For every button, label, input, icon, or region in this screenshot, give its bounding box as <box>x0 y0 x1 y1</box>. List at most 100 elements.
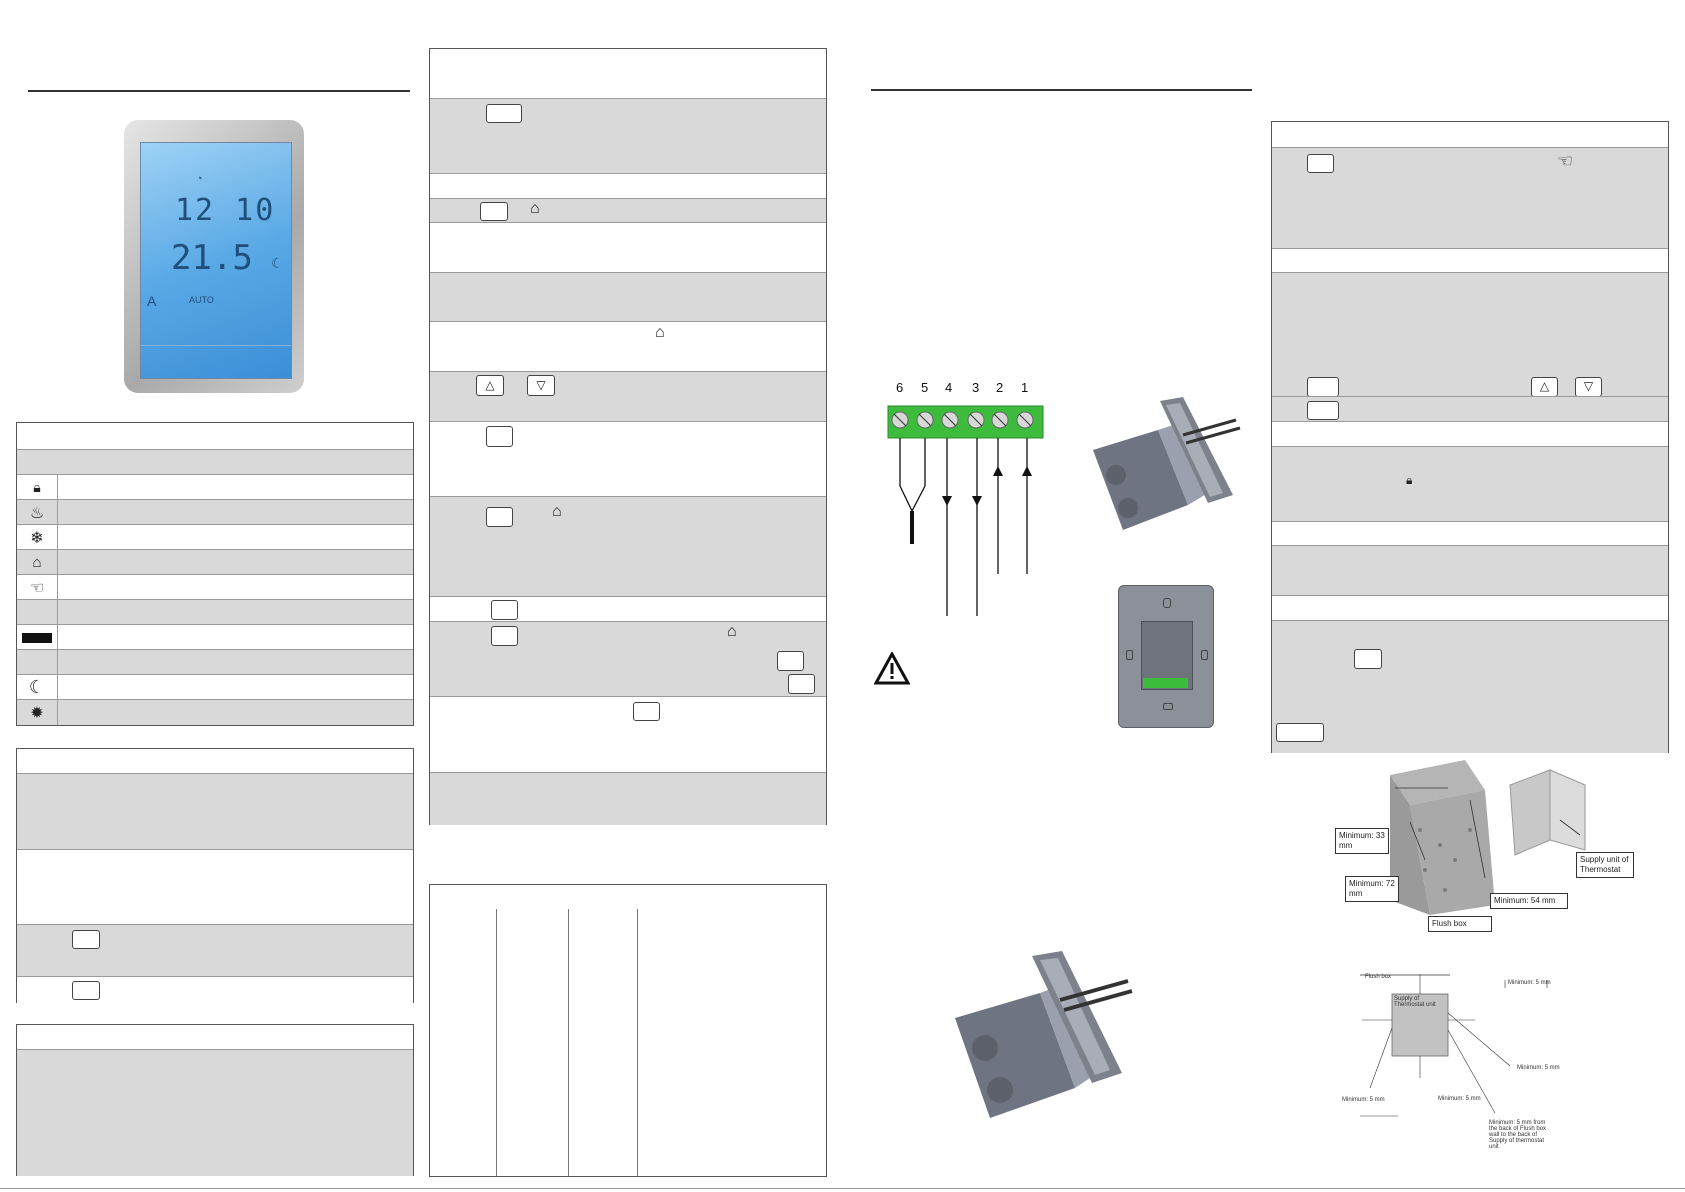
legend-row-snowflake: ❄ <box>17 524 413 550</box>
touch-key[interactable] <box>491 600 518 620</box>
touch-key[interactable] <box>72 930 100 949</box>
prog-row-5 <box>430 272 826 322</box>
callout-supply-unit: Supply unit of Thermostat <box>1576 852 1634 878</box>
callout-min-54: Minimum: 54 mm <box>1490 893 1568 909</box>
section-rule-1 <box>28 90 410 92</box>
prog-row-9: ⌂ <box>430 496 826 597</box>
thermostat-photo: ◔ 12 10 21.5 ☾ A AUTO <box>124 120 304 393</box>
plan-supply-label: Supply of Thermostat unit <box>1394 996 1436 1008</box>
terminal-label: 4 <box>945 380 953 395</box>
adv-header <box>1272 122 1668 147</box>
mode-letter: A <box>147 293 157 309</box>
advanced-settings-table: ☜ △ ▽ 🔒︎ <box>1271 121 1669 753</box>
legend-row-moon: ☾ <box>17 674 413 700</box>
page-bottom-rule <box>0 1188 1685 1189</box>
touch-key[interactable] <box>486 507 513 527</box>
legend-row-holiday: ⌂ <box>17 549 413 575</box>
moon-icon: ☾ <box>28 677 46 697</box>
prog-row-3: ⌂ <box>430 198 826 223</box>
down-arrow-button[interactable]: ▽ <box>527 375 555 396</box>
mode-text: AUTO <box>189 295 214 305</box>
prog-row-7: △ ▽ <box>430 371 826 422</box>
touch-key[interactable] <box>486 426 513 447</box>
plan-min-top: Minimum: 5 mm <box>1508 980 1551 986</box>
touch-key[interactable] <box>1307 154 1334 173</box>
legend-row-lock: 🔒︎ <box>17 474 413 500</box>
adv-row-1: ☜ <box>1272 147 1668 249</box>
callout-flush-box: Flush box <box>1428 916 1492 932</box>
adv-row-7 <box>1272 521 1668 546</box>
plan-min-bottom: Minimum: 5 mm <box>1438 1096 1481 1102</box>
settings1-row-2 <box>17 849 413 925</box>
schedule-row-2 <box>430 957 826 1029</box>
temperature-readout: 21.5 <box>171 238 253 278</box>
prog-row-11: ⌂ <box>430 621 826 697</box>
adv-row-10 <box>1272 620 1668 753</box>
callout-min-72: Minimum: 72 mm <box>1345 876 1399 902</box>
snowflake-icon: ❄ <box>30 529 44 547</box>
schedule-table <box>429 884 827 1177</box>
touch-key-wide[interactable] <box>1276 723 1324 742</box>
settings2-body <box>17 1049 413 1176</box>
legend-subheader-row <box>17 449 413 475</box>
prog-row-12 <box>430 696 826 773</box>
plan-min-left: Minimum: 5 mm <box>1342 1097 1385 1103</box>
touch-key[interactable] <box>486 104 522 123</box>
settings1-row-4 <box>17 976 413 1003</box>
terminal-label: 1 <box>1021 380 1029 395</box>
adv-row-2 <box>1272 248 1668 273</box>
flame-icon: ♨ <box>29 504 45 522</box>
wiring-diagram <box>887 405 1044 616</box>
holiday-house-icon: ⌂ <box>655 324 665 341</box>
terminal-label: 6 <box>896 380 904 395</box>
settings2-header <box>17 1025 413 1049</box>
time-readout: 12 10 <box>175 193 276 228</box>
touch-key[interactable] <box>72 981 100 1000</box>
section-rule-3 <box>871 89 1252 91</box>
prog-row-1 <box>430 98 826 174</box>
schedule-row-4 <box>430 1076 826 1177</box>
touch-key[interactable] <box>633 702 660 721</box>
adv-row-5 <box>1272 421 1668 447</box>
terminal-label: 2 <box>996 380 1004 395</box>
plan-flush-box-label: Flush box <box>1365 974 1392 980</box>
installation-plan-diagram <box>1360 974 1548 1117</box>
schedule-row-1 <box>430 909 826 958</box>
prog-row-6: ⌂ <box>430 321 826 372</box>
touch-key[interactable] <box>777 651 804 671</box>
legend-row-flame: ♨ <box>17 499 413 525</box>
black-bar-icon <box>22 632 52 643</box>
down-arrow-button[interactable]: ▽ <box>1575 377 1602 397</box>
settings1-row-3 <box>17 924 413 977</box>
schedule-row-3 <box>430 1028 826 1077</box>
touch-key-row[interactable] <box>141 345 291 374</box>
mounting-unit-illustration <box>1093 397 1241 530</box>
icon-legend-table: 🔒︎ ♨ ❄ ⌂ ☜ ☾ ✹ <box>16 422 414 726</box>
adv-row-6: 🔒︎ <box>1272 446 1668 522</box>
prog-row-4 <box>430 222 826 273</box>
touch-key[interactable] <box>1307 401 1339 420</box>
up-arrow-button[interactable]: △ <box>476 375 504 396</box>
holiday-house-icon: ⌂ <box>552 503 562 520</box>
settings-table-1 <box>16 748 414 1003</box>
touch-key[interactable] <box>1307 377 1339 397</box>
holiday-house-icon: ⌂ <box>727 623 737 640</box>
settings1-header <box>17 749 413 773</box>
thermostat-screen: ◔ 12 10 21.5 ☾ A AUTO <box>140 142 292 379</box>
up-arrow-button[interactable]: △ <box>1531 377 1558 397</box>
prog-header <box>430 49 826 98</box>
hand-icon: ☜ <box>29 579 45 597</box>
plan-back-note: Minimum: 5 mm from the back of Flush box… <box>1489 1120 1547 1150</box>
touch-key[interactable] <box>788 674 815 694</box>
adv-row-8 <box>1272 545 1668 596</box>
legend-row-blank-2 <box>17 649 413 675</box>
legend-row-hand: ☜ <box>17 574 413 600</box>
adv-row-3: △ ▽ <box>1272 272 1668 397</box>
installation-3d-diagram <box>1390 760 1586 915</box>
touch-key[interactable] <box>1354 649 1382 669</box>
touch-key[interactable] <box>480 202 508 221</box>
prog-row-13 <box>430 772 826 825</box>
touch-key[interactable] <box>491 626 518 646</box>
programming-table: ⌂ ⌂ △ ▽ ⌂ ⌂ <box>429 48 827 825</box>
callout-min-33: Minimum: 33 mm <box>1335 828 1389 854</box>
